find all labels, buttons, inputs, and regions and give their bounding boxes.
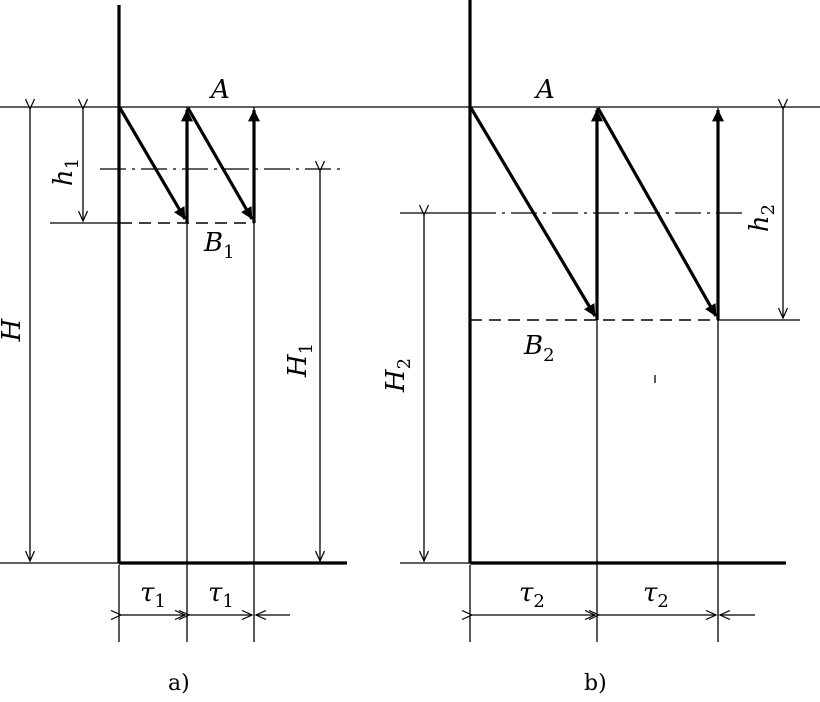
panel-a-caption: a) [168,671,190,696]
panel-a-descent-arrow-1 [118,107,187,220]
panel-a-total-label: H [0,317,27,342]
panel-a: A B1 h1 H H1 τ1 τ1 a) [0,5,347,696]
panel-b-caption: b) [584,671,607,696]
panel-b-h-label: h2 [745,204,779,232]
panel-a-point-a-label: A [209,75,230,105]
panel-b-point-b-label: B2 [523,331,555,366]
panel-a-interval-label-2: τ1 [208,578,234,612]
panel-a-h-label: h1 [49,158,83,186]
panel-b: A B2 h2 H2 τ2 τ2 b) [120,0,820,696]
panel-b-large-label: H2 [381,358,415,393]
panel-a-point-b-label: B1 [203,228,235,263]
panel-a-descent-arrow-2 [186,107,254,220]
panel-b-descent-arrow-2 [596,107,718,317]
panel-b-interval-label-2: τ2 [643,578,669,612]
panel-a-interval-label-1: τ1 [140,578,166,612]
panel-b-descent-arrow-1 [469,107,597,317]
panel-a-large-label: H1 [283,343,317,378]
panel-b-interval-label-1: τ2 [519,578,545,612]
panel-b-point-a-label: A [534,75,555,105]
